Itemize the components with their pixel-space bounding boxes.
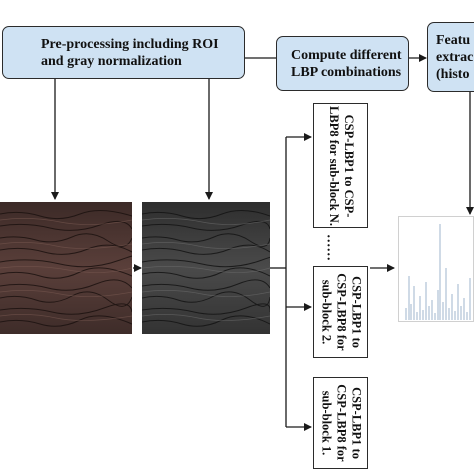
preprocess-line-2: and gray normalization [41,53,182,69]
ellipsis-dots: ...... [323,234,339,262]
compute-lbp-box: Compute different LBP combinations [276,36,409,91]
compute-lbp-line-2: LBP combinations [291,64,402,80]
feature-extraction-box: Featu extrac (histo [427,22,474,92]
knuckle-color-image [0,202,132,334]
histogram-plot [398,216,474,322]
knuckle-gray-texture [142,202,270,334]
knuckle-gray-image [142,202,270,334]
sub-block-n-text: CSP-LBP1 to CSP- LBP8 for sub-block N. [326,106,356,226]
sub-block-1-text: CSP-LBP1 to CSP-LBP8 for sub-block 1. [318,384,363,461]
sub-block-2-box: CSP-LBP1 to CSP-LBP8 for sub-block 2. [313,266,368,358]
preprocess-box: Pre-processing including ROI and gray no… [2,26,245,79]
sub-block-n-line-2: LBP8 for sub-block N. [326,105,341,226]
feature-line-2: extrac [436,49,474,65]
histogram-image [398,216,474,322]
knuckle-color-texture [0,202,132,334]
sub-block-n-box: CSP-LBP1 to CSP- LBP8 for sub-block N. [313,103,368,228]
sub-block-2-line-2: CSP-LBP8 for [334,273,348,351]
sub-block-1-line-2: CSP-LBP8 for [334,384,348,462]
sub-block-1-line-1: CSP-LBP1 to [349,387,363,459]
preprocess-line-1: Pre-processing including ROI [41,36,219,52]
feature-line-1: Featu [436,32,471,48]
feature-line-3: (histo [436,66,470,82]
sub-block-1-box: CSP-LBP1 to CSP-LBP8 for sub-block 1. [313,377,368,469]
sub-block-2-line-1: CSP-LBP1 to [349,276,363,348]
sub-block-1-line-3: sub-block 1. [319,390,333,456]
compute-lbp-line-1: Compute different [291,47,402,63]
sub-block-n-line-1: CSP-LBP1 to CSP- [341,114,356,217]
sub-block-2-text: CSP-LBP1 to CSP-LBP8 for sub-block 2. [318,273,363,350]
sub-block-2-line-3: sub-block 2. [319,279,333,345]
